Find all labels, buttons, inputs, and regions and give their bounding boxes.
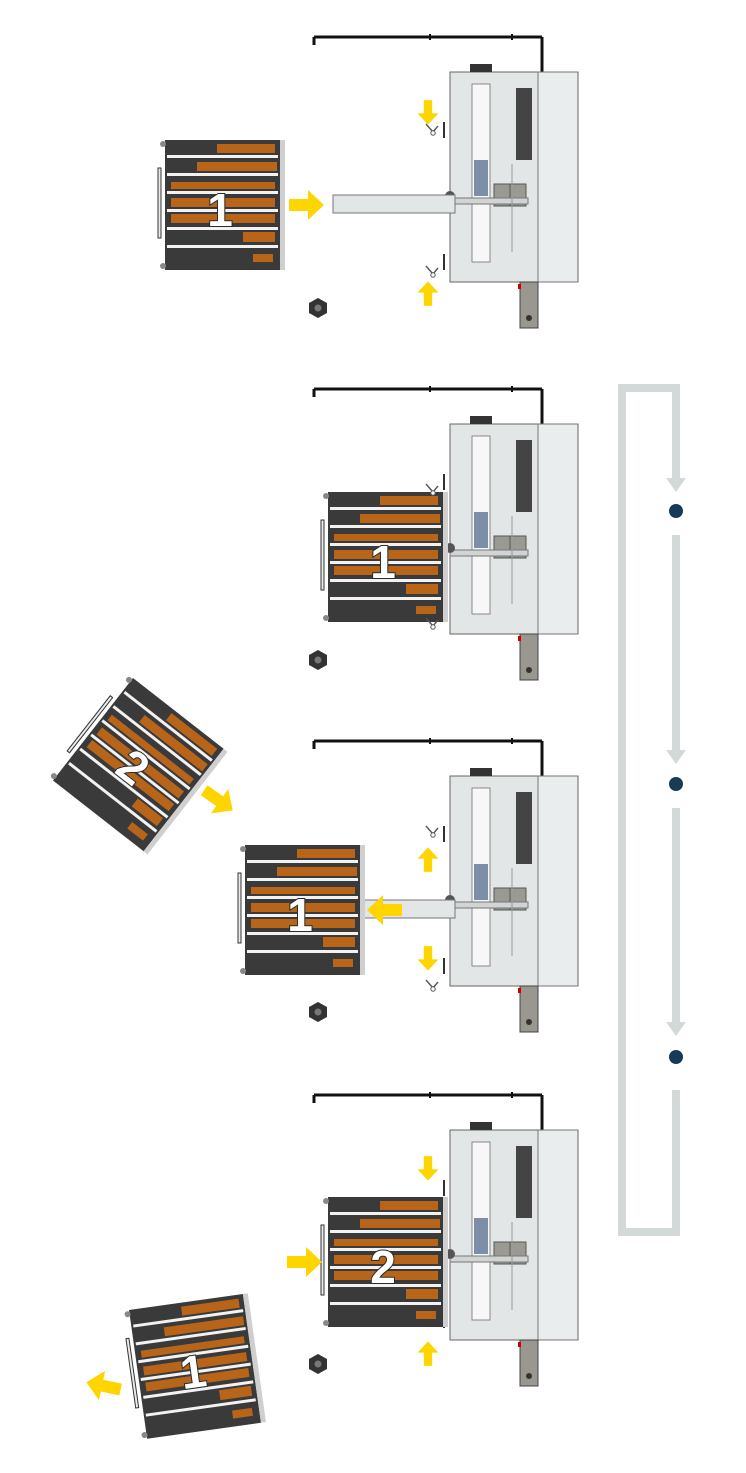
yellow-arrow-icon xyxy=(417,1341,439,1366)
loading-arm xyxy=(332,194,456,214)
step-1: 1 xyxy=(157,34,578,328)
machine xyxy=(314,34,578,328)
yellow-arrow-icon xyxy=(417,281,439,306)
hexagon-nut-icon xyxy=(309,1354,327,1374)
pallet-icon: 1 xyxy=(320,491,449,623)
step-2: 1 xyxy=(309,386,578,680)
yellow-arrow-icon xyxy=(417,847,439,872)
sequence-dot-icon xyxy=(669,504,683,518)
sensor-icon xyxy=(425,825,439,838)
yellow-arrow-icon xyxy=(289,190,324,220)
hexagon-nut-icon xyxy=(309,298,327,318)
pallet-label: 1 xyxy=(177,1344,210,1399)
sequence-dot-icon xyxy=(669,777,683,791)
pallet-label: 1 xyxy=(370,536,396,588)
sensor-icon xyxy=(425,265,439,278)
pallet-icon: 2 xyxy=(320,1196,449,1328)
sensor-icon xyxy=(425,979,439,992)
yellow-arrow-icon xyxy=(287,1247,322,1277)
pallet-icon: 1 xyxy=(237,844,366,976)
hexagon-nut-icon xyxy=(309,1002,327,1022)
step-4: 2 1 xyxy=(83,1092,578,1441)
pallet-label: 1 xyxy=(287,889,313,941)
pallet-icon: 2 xyxy=(46,673,229,855)
pallet-icon: 1 xyxy=(157,139,286,271)
yellow-arrow-icon xyxy=(417,946,439,971)
hexagon-nut-icon xyxy=(309,650,327,670)
yellow-arrow-icon xyxy=(83,1367,124,1405)
pallet-label: 1 xyxy=(207,184,233,236)
sensor-icon xyxy=(425,123,439,136)
sequence-dot-icon xyxy=(669,1050,683,1064)
yellow-arrow-icon xyxy=(195,777,242,823)
pallet-label: 2 xyxy=(370,1241,396,1293)
sequence-loop xyxy=(618,384,686,1236)
yellow-arrow-icon xyxy=(417,1156,439,1181)
pallet-icon: 1 xyxy=(121,1292,267,1441)
yellow-arrow-icon xyxy=(417,100,439,125)
step-3: 1 2 xyxy=(46,673,578,1032)
